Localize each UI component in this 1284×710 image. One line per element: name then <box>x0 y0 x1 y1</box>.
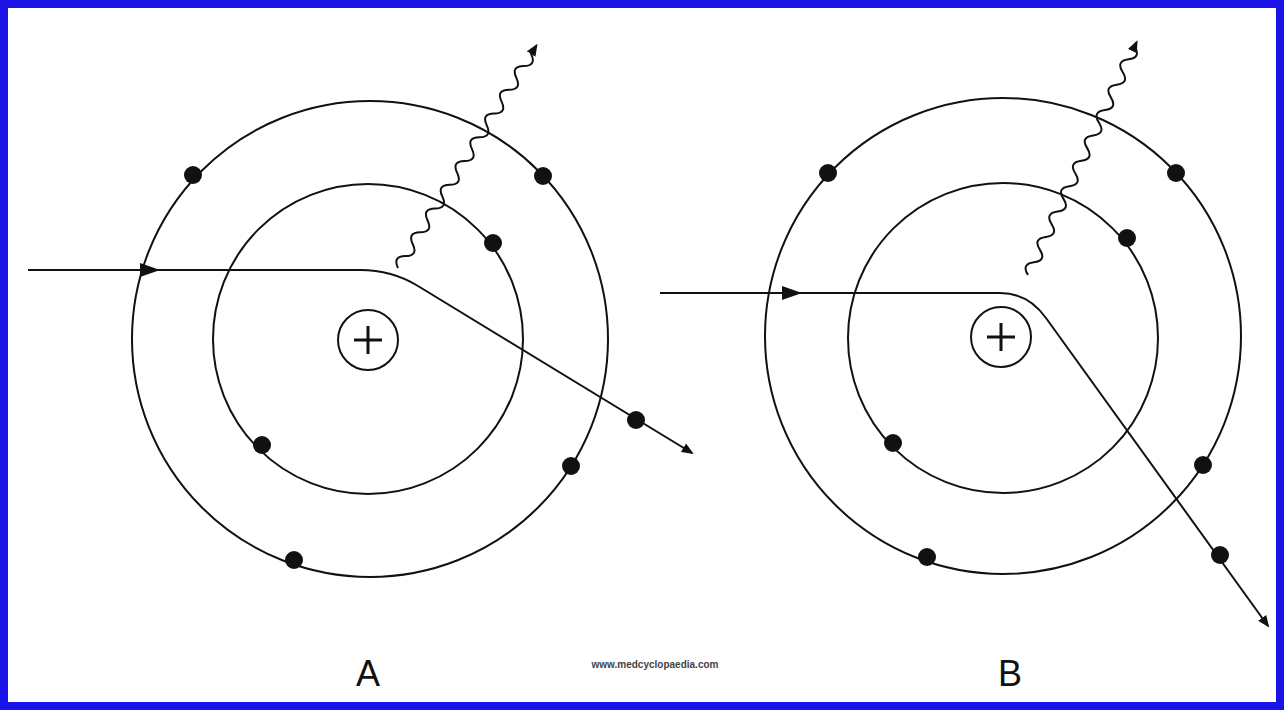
atom-a <box>132 101 608 577</box>
white-ground <box>8 8 1276 702</box>
atom-b <box>765 98 1241 574</box>
panel-letter: B <box>998 653 1022 695</box>
direction-arrow-b <box>782 286 802 300</box>
panel-letter: A <box>356 653 380 695</box>
electrons-a <box>184 166 645 569</box>
electron-path-b <box>660 293 1268 626</box>
photon-wave-b <box>1023 40 1142 278</box>
electrons-b <box>819 164 1229 566</box>
direction-arrow-a <box>140 263 160 277</box>
photon-wave-a <box>393 43 541 271</box>
watermark: www.medcyclopaedia.com <box>592 659 719 670</box>
electron-path-a <box>28 270 692 453</box>
